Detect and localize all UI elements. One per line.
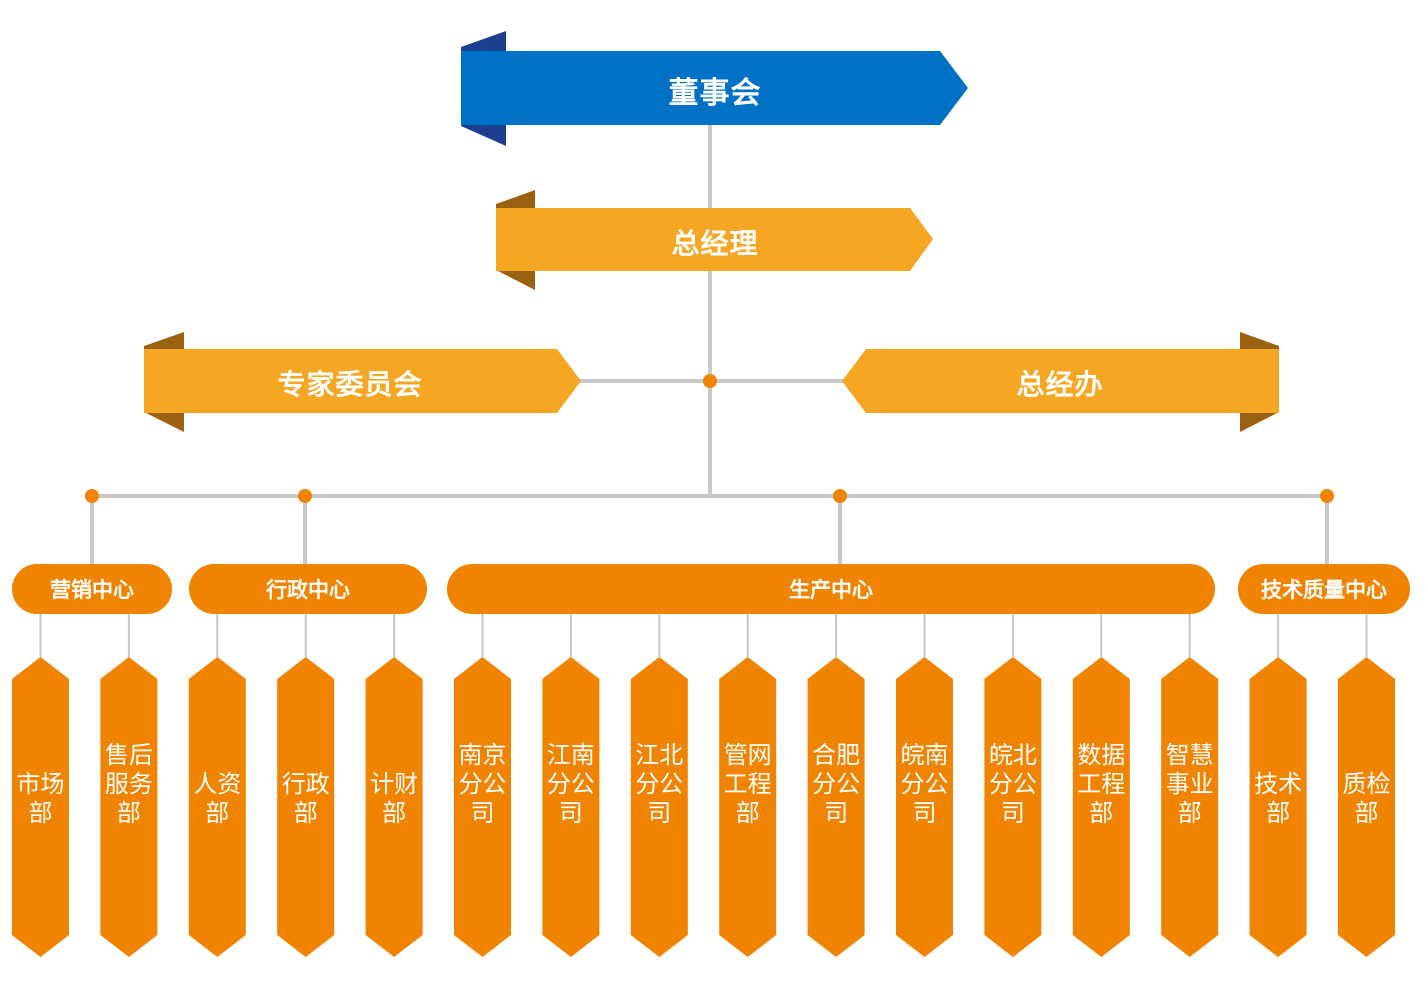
department-tag (719, 657, 777, 957)
department-label: 智慧事业部 (1165, 740, 1214, 827)
department-label: 数据工程部 (1077, 740, 1126, 827)
board-banner (461, 31, 968, 146)
gm-office-banner-body (842, 349, 1279, 413)
gm-office-label: 总经办 (1016, 368, 1104, 401)
center-pill-marketing: 营销中心 (12, 564, 172, 614)
department-label: 皖北分公司 (988, 740, 1037, 827)
department-shapes (12, 657, 1395, 957)
board-banner-body (461, 51, 968, 125)
center-pill-production: 生产中心 (447, 564, 1215, 614)
junction-dot (703, 374, 717, 388)
connector-lines (90, 120, 1329, 566)
expert-committee-label: 专家委员会 (277, 368, 423, 401)
center-pill-admin: 行政中心 (189, 564, 427, 614)
junction-dot (85, 489, 99, 503)
department-tag (984, 657, 1042, 957)
department-label: 售后服务部 (104, 740, 153, 827)
junction-dots (85, 374, 1334, 503)
department-label: 行政部 (281, 769, 330, 827)
department-label: 皖南分公司 (900, 740, 949, 827)
department-tag (277, 657, 335, 957)
department-tag (542, 657, 600, 957)
department-tag (454, 657, 511, 957)
gm-banner (496, 190, 933, 290)
department-tag (1338, 657, 1395, 957)
department-label: 南京分公司 (458, 740, 507, 827)
department-tag (1072, 657, 1130, 957)
department-tag (365, 657, 423, 957)
department-label: 管网工程部 (723, 740, 772, 827)
department-label: 合肥分公司 (812, 740, 861, 827)
department-label: 技术部 (1254, 769, 1303, 827)
department-tag (630, 657, 688, 957)
gm-office-banner (842, 332, 1279, 432)
department-label: 质检部 (1342, 769, 1391, 827)
junction-dot (298, 489, 312, 503)
board-label: 董事会 (668, 76, 762, 111)
department-label: 市场部 (16, 769, 65, 827)
department-tag (1161, 657, 1219, 957)
department-tag (1249, 657, 1307, 957)
department-connector-lines (39, 614, 1368, 657)
junction-dot (833, 489, 847, 503)
expert-committee-banner (144, 332, 581, 432)
center-pill-tech-quality: 技术质量中心 (1238, 564, 1410, 614)
department-label: 江北分公司 (635, 740, 684, 827)
department-label: 计财部 (370, 769, 419, 827)
department-tag (896, 657, 953, 957)
department-tag (188, 657, 246, 957)
gm-label: 总经理 (671, 227, 759, 260)
department-label: 江南分公司 (546, 740, 595, 827)
junction-dot (1320, 489, 1334, 503)
expert-committee-banner-body (144, 349, 581, 413)
department-label: 人资部 (193, 769, 242, 827)
gm-banner-body (496, 208, 933, 271)
department-tag (12, 657, 69, 957)
department-tag (100, 657, 158, 957)
department-tag (807, 657, 865, 957)
